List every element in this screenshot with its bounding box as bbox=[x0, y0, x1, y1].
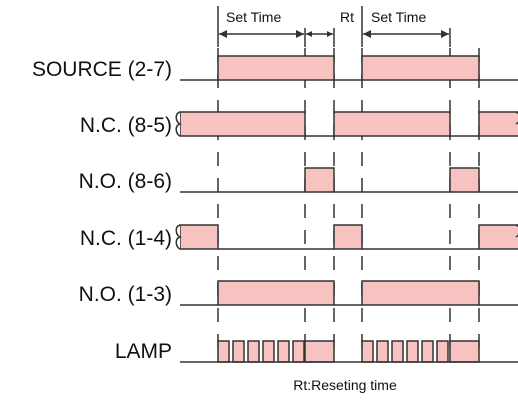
signal-lamp bbox=[180, 340, 518, 363]
signal-nc-1-4 bbox=[175, 224, 518, 250]
row-label-lamp: LAMP bbox=[115, 340, 172, 363]
row-label-no-8-6: N.O. (8-6) bbox=[79, 170, 172, 193]
lamp-flash-pulse bbox=[247, 340, 260, 363]
set-time-label: Set Time bbox=[226, 9, 281, 25]
lamp-flash-pulse bbox=[421, 340, 434, 363]
nc-8-5-pulse bbox=[179, 111, 306, 137]
lamp-flash-pulse bbox=[232, 340, 245, 363]
lamp-steady-pulse bbox=[449, 340, 480, 363]
lamp-flash-pulse bbox=[262, 340, 275, 363]
lamp-flash-pulse bbox=[391, 340, 404, 363]
no-1-3-pulse bbox=[361, 280, 480, 306]
no-8-6-pulse bbox=[304, 167, 335, 193]
no-1-3-pulse bbox=[217, 280, 335, 306]
set-time-2-label: Set Time bbox=[371, 9, 426, 25]
guide-lines bbox=[217, 48, 480, 360]
signal-no-8-6 bbox=[180, 167, 518, 193]
signal-no-1-3 bbox=[180, 280, 518, 306]
break-mark bbox=[175, 224, 182, 250]
arrow-heads bbox=[219, 30, 449, 38]
row-label-source: SOURCE (2-7) bbox=[32, 58, 172, 81]
no-8-6-pulse bbox=[449, 167, 480, 193]
rt-label: Rt bbox=[340, 9, 354, 25]
lamp-flash-pulse bbox=[406, 340, 419, 363]
lamp-steady-pulse bbox=[304, 340, 335, 363]
row-label-nc-8-5: N.C. (8-5) bbox=[80, 114, 172, 137]
lamp-flash-pulse bbox=[436, 340, 449, 363]
nc-8-5-pulse bbox=[333, 111, 451, 137]
nc-8-5-pulse bbox=[478, 111, 518, 137]
row-label-nc-1-4: N.C. (1-4) bbox=[80, 227, 172, 250]
footnote-reseting-time: Rt:Reseting time bbox=[293, 377, 397, 393]
lamp-flash-pulse bbox=[292, 340, 305, 363]
signal-nc-8-5 bbox=[175, 111, 518, 137]
lamp-flash-pulse bbox=[361, 340, 374, 363]
lamp-flash-pulse bbox=[376, 340, 389, 363]
break-mark bbox=[175, 111, 182, 137]
row-label-no-1-3: N.O. (1-3) bbox=[79, 283, 172, 306]
lamp-flash-pulse bbox=[277, 340, 290, 363]
nc-1-4-pulse bbox=[179, 224, 219, 250]
nc-1-4-pulse bbox=[478, 224, 518, 250]
lamp-flash-pulse bbox=[217, 340, 230, 363]
source-pulse bbox=[361, 55, 480, 81]
break-mark bbox=[515, 224, 518, 238]
nc-1-4-pulse bbox=[333, 224, 363, 250]
signal-source bbox=[180, 55, 518, 81]
break-mark bbox=[515, 111, 518, 125]
source-pulse bbox=[217, 55, 335, 81]
